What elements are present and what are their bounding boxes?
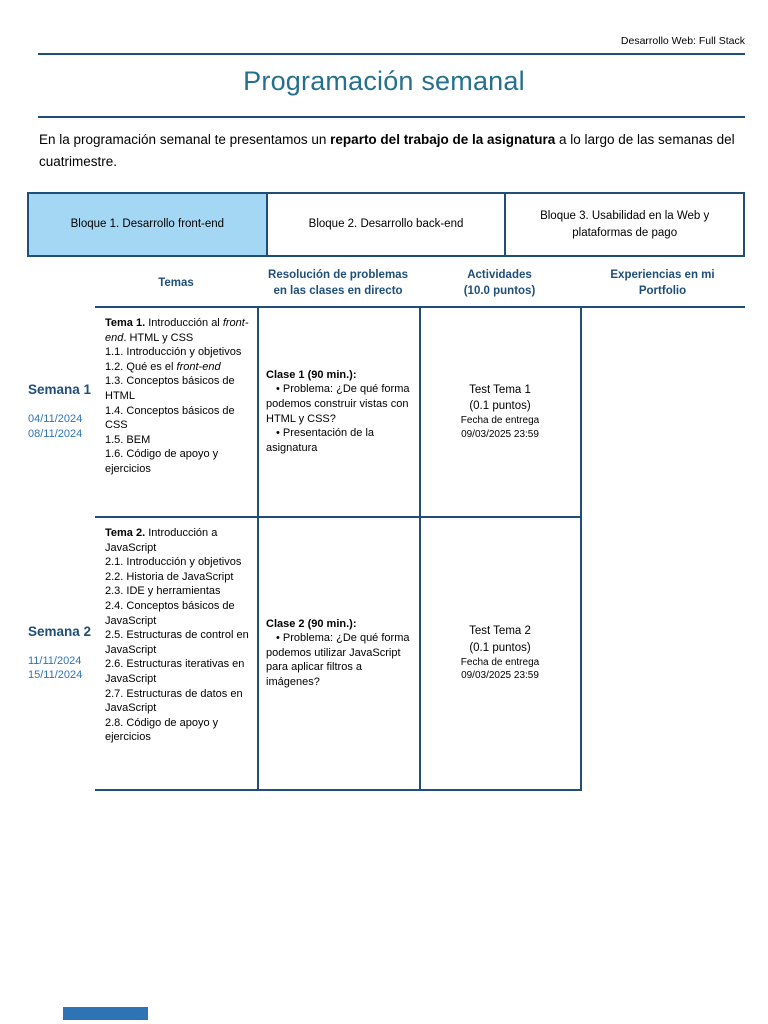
tema-title: Tema 1. Introducción al front-end. HTML … — [105, 316, 257, 345]
activity-due-date: 09/03/2025 23:59 — [461, 670, 539, 682]
tema-item: 1.4. Conceptos básicos de CSS — [105, 404, 235, 432]
actividad-cell-week-1: Test Tema 1 (0.1 puntos) Fecha de entreg… — [421, 307, 579, 516]
activity-points: (0.1 puntos) — [469, 641, 531, 654]
week-date-end: 15/11/2024 — [28, 669, 83, 681]
week-label: Semana 2 — [28, 623, 92, 639]
tema-item: 1.3. Conceptos básicos de HTML — [105, 375, 235, 402]
week-date-end: 08/11/2024 — [28, 427, 83, 440]
block-card-backend: Bloque 2. Desarrollo back-end — [265, 194, 505, 255]
tema-item: 2.1. Introducción y objetivos — [105, 556, 242, 569]
column-header-actividades: Actividades (10.0 puntos) — [419, 267, 580, 299]
column-header-line: Experiencias en mi — [610, 268, 715, 281]
tema-item: 1.1. Introducción y objetivos — [105, 346, 242, 359]
block-label: Bloque 3. Usabilidad en la Web y platafo… — [540, 209, 710, 239]
block-card-frontend: Bloque 1. Desarrollo front-end — [29, 194, 266, 255]
footer-logo-bar — [63, 1007, 148, 1020]
intro-text-pre: En la programación semanal te presentamo… — [39, 132, 331, 147]
temas-cell-week-1: Tema 1. Introducción al front-end. HTML … — [105, 316, 257, 477]
tema-item: 1.5. BEM — [105, 433, 151, 446]
activity-due-date: 09/03/2025 23:59 — [461, 428, 539, 440]
block-label: Bloque 1. Desarrollo front-end — [70, 218, 225, 231]
table-rule-bottom — [95, 789, 582, 791]
intro-text-post: a lo largo de las semanas del cuatrimest… — [39, 132, 735, 170]
tema-item: 1.6. Código de apoyo y ejercicios — [105, 448, 219, 475]
column-header-line: (10.0 puntos) — [463, 285, 536, 297]
activity-due-label: Fecha de entrega — [460, 656, 540, 668]
tema-number: Tema 2. — [105, 527, 146, 539]
course-header: Desarrollo Web: Full Stack — [620, 35, 745, 47]
activity-due-label: Fecha de entrega — [460, 415, 540, 427]
clase-cell-week-1: Clase 1 (90 min.): Problema: ¿De qué for… — [266, 307, 416, 516]
week-date-start: 04/11/2024 — [28, 413, 83, 426]
table-rule-vertical-2 — [419, 306, 421, 791]
tema-item: 2.5. Estructuras de control en JavaScrip… — [105, 629, 249, 656]
week-1-gutter: Semana 1 04/11/2024 08/11/2024 — [28, 307, 96, 516]
column-header-line: Portfolio — [638, 285, 687, 297]
tema-title-text: Introducción al — [145, 317, 223, 329]
table-rule-row-separator — [95, 516, 582, 518]
tema-item-italic: front-end — [176, 360, 221, 373]
tema-item: 2.2. Historia de JavaScript — [105, 570, 234, 583]
week-date-start: 11/11/2024 — [28, 654, 82, 667]
activity-name: Test Tema 1 — [469, 383, 531, 396]
column-header-line: Resolución de problemas — [268, 268, 408, 281]
tema-title-italic: front-end — [105, 317, 249, 344]
portfolio-cell-week-1 — [582, 307, 745, 516]
week-label: Semana 1 — [28, 382, 92, 398]
clase-title: Clase 1 (90 min.): — [266, 368, 357, 381]
column-header-portfolio: Experiencias en mi Portfolio — [580, 267, 745, 299]
activity-points: (0.1 puntos) — [469, 400, 531, 412]
tema-item: 2.4. Conceptos básicos de JavaScript — [105, 599, 235, 627]
column-header-line: Temas — [158, 276, 194, 289]
column-header-temas: Temas — [95, 275, 257, 291]
activity-name: Test Tema 2 — [469, 625, 531, 638]
tema-title-text: Introducción a JavaScript — [105, 527, 218, 554]
tema-number: Tema 1. — [105, 317, 146, 329]
clase-cell-week-2: Clase 2 (90 min.): Problema: ¿De qué for… — [266, 517, 416, 789]
tema-item: 1.2. Qué es el front-end — [105, 360, 257, 375]
tema-item: 2.7. Estructuras de datos en JavaScript — [105, 687, 243, 715]
tema-item-text: 1.2. Qué es el — [105, 360, 177, 373]
block-row: Bloque 1. Desarrollo front-end Bloque 2.… — [27, 192, 745, 257]
top-rule — [38, 53, 745, 55]
tema-item: 2.6. Estructuras iterativas en JavaScrip… — [105, 658, 245, 685]
temas-cell-week-2: Tema 2. Introducción a JavaScript 2.1. I… — [105, 526, 257, 745]
table-rule-vertical-3 — [580, 306, 582, 791]
week-dates: 11/11/2024 15/11/2024 — [28, 654, 96, 683]
table-column-headers: Temas Resolución de problemas en las cla… — [95, 262, 745, 304]
table-rule-vertical-1 — [257, 306, 259, 791]
week-dates: 04/11/2024 08/11/2024 — [28, 412, 96, 441]
intro-paragraph: En la programación semanal te presentamo… — [39, 129, 739, 174]
tema-title-tail: . HTML y CSS — [123, 331, 194, 344]
portfolio-cell-week-2 — [582, 517, 745, 789]
clase-bullet: Problema: ¿De qué forma podemos utilizar… — [266, 631, 416, 689]
column-header-line: en las clases en directo — [273, 285, 403, 297]
clase-bullet: Problema: ¿De qué forma podemos construi… — [266, 382, 416, 426]
tema-item: 2.8. Código de apoyo y ejercicios — [105, 716, 219, 744]
intro-text-bold: reparto del trabajo de la asignatura — [330, 132, 556, 147]
actividad-cell-week-2: Test Tema 2 (0.1 puntos) Fecha de entreg… — [421, 517, 579, 789]
column-header-line: Actividades — [467, 268, 532, 281]
clase-bullet: Presentación de la asignatura — [266, 426, 416, 455]
block-card-usabilidad: Bloque 3. Usabilidad en la Web y platafo… — [504, 194, 744, 255]
page-title: Programación semanal — [243, 66, 525, 96]
block-label: Bloque 2. Desarrollo back-end — [308, 218, 464, 231]
title-rule — [38, 116, 745, 118]
tema-item: 2.3. IDE y herramientas — [105, 585, 221, 598]
clase-title: Clase 2 (90 min.): — [266, 617, 357, 630]
week-2-gutter: Semana 2 11/11/2024 15/11/2024 — [28, 517, 96, 789]
tema-title: Tema 2. Introducción a JavaScript — [105, 526, 257, 555]
column-header-resolucion: Resolución de problemas en las clases en… — [257, 267, 419, 299]
